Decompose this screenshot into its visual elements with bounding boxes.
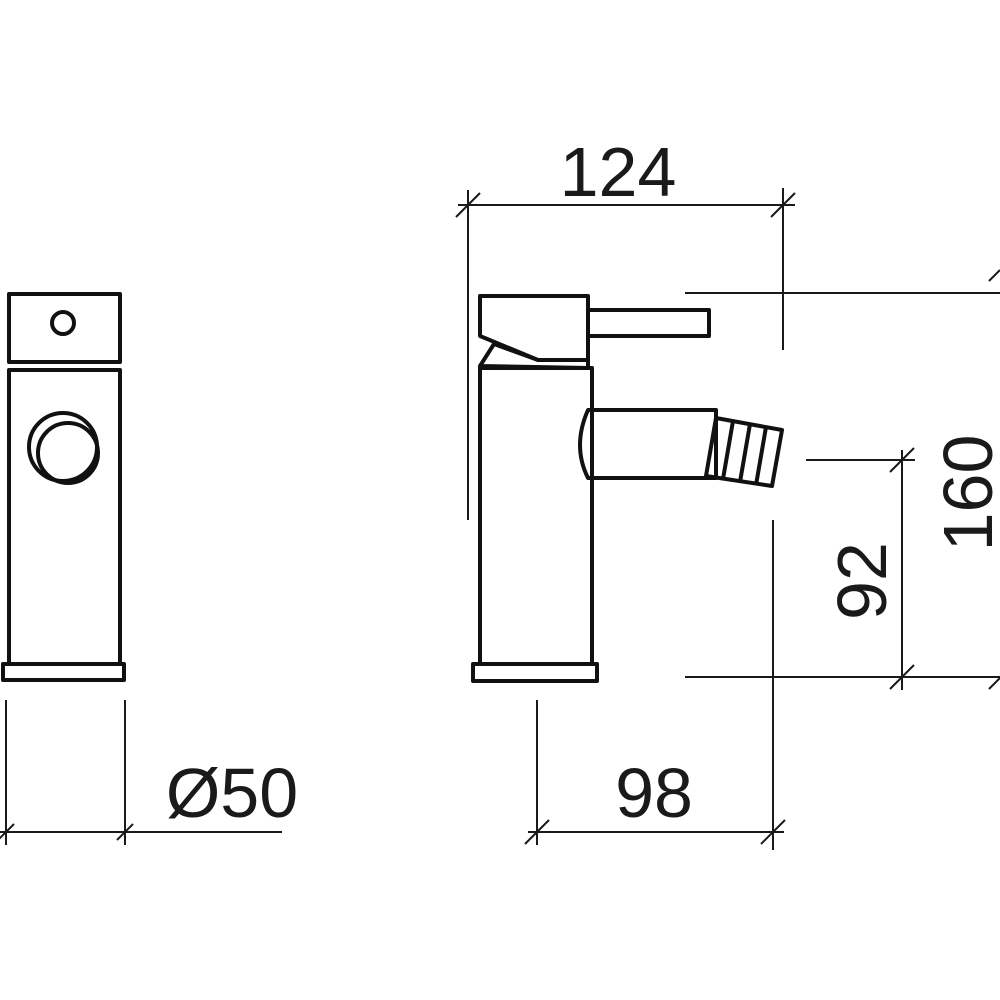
diameter-tick-right <box>116 823 134 841</box>
side-cartridge-cap <box>478 342 590 370</box>
side-aerator <box>704 416 784 488</box>
front-base <box>1 662 126 682</box>
height-tick-top <box>988 269 1000 282</box>
spout-height-label: 92 <box>823 542 901 620</box>
width-dimension: 124 <box>455 133 796 520</box>
side-lever-head <box>478 294 590 362</box>
width-tick-left <box>455 192 481 218</box>
reach-tick-left <box>524 819 550 845</box>
front-spout-ring-inner <box>36 421 100 485</box>
front-lever-block <box>7 292 122 364</box>
aerator-ring-1 <box>721 420 735 480</box>
reach-tick-right <box>760 819 786 845</box>
front-view <box>1 292 126 682</box>
width-tick-right <box>770 192 796 218</box>
side-spout <box>578 408 718 480</box>
height-label: 160 <box>929 435 1000 552</box>
side-lever-handle <box>586 308 711 338</box>
width-label: 124 <box>560 133 677 211</box>
height-tick-bottom <box>988 677 1000 690</box>
diameter-tick-left <box>0 823 15 840</box>
side-view <box>471 294 784 683</box>
reach-label: 98 <box>615 754 693 832</box>
height-dimension: 160 <box>685 269 1000 690</box>
spout-height-tick-top <box>889 447 915 473</box>
diameter-dimension: Ø50 <box>0 700 298 845</box>
side-body <box>478 366 594 666</box>
spout-height-dimension: 92 <box>806 447 915 690</box>
aerator-ring-2 <box>738 423 752 483</box>
front-screw-hole <box>50 310 76 336</box>
reach-dimension: 98 <box>524 520 786 850</box>
side-base <box>471 662 599 683</box>
diameter-label: Ø50 <box>166 754 298 832</box>
aerator-ring-3 <box>754 426 768 486</box>
spout-height-tick-bottom <box>889 664 915 690</box>
